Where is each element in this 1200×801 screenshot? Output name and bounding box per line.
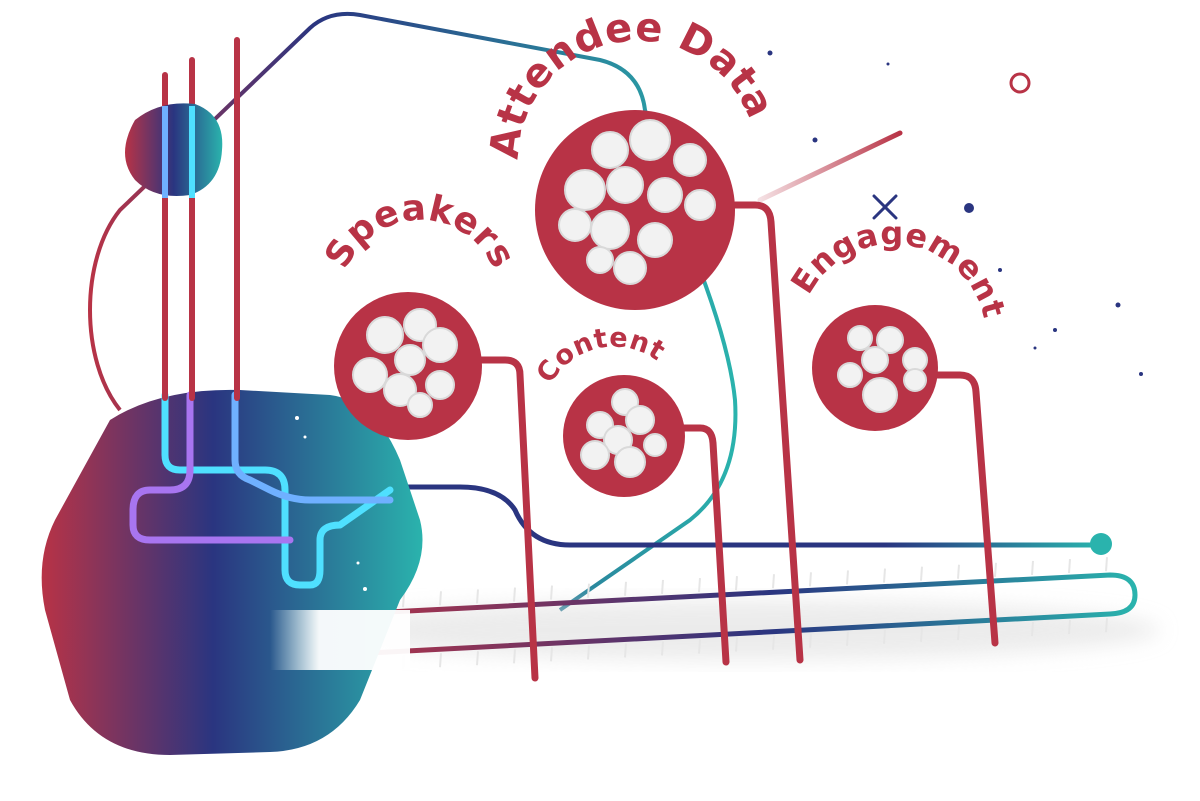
bus-tick — [883, 629, 886, 644]
bus-tick — [846, 570, 849, 585]
bus-tick — [698, 577, 701, 593]
bus-tick — [661, 641, 664, 656]
bus-tick — [587, 583, 590, 598]
bus-tick — [735, 637, 738, 652]
hub — [41, 389, 423, 755]
bus-tick — [587, 645, 590, 660]
decorative-sparkles — [767, 50, 1143, 376]
bus-tick — [1068, 558, 1071, 574]
bus-tick — [883, 568, 886, 583]
bus-tick — [402, 593, 405, 608]
label-content: Content — [530, 322, 670, 388]
node-speakers[interactable] — [334, 292, 482, 440]
bus-tick — [513, 587, 516, 602]
node-attendee-data[interactable] — [535, 110, 735, 310]
speakers-cloud-icon — [352, 308, 458, 418]
bus-tick — [809, 572, 812, 587]
bus-tick — [661, 579, 664, 594]
content-cloud-icon — [580, 388, 667, 478]
bus-tick — [846, 631, 849, 646]
node-engagement[interactable] — [812, 305, 938, 431]
bus-tick — [1105, 618, 1108, 633]
orb — [125, 103, 223, 198]
bus-tick — [772, 574, 775, 589]
bus-tick — [513, 649, 516, 664]
bus-tick — [439, 653, 442, 668]
bus-tick — [809, 633, 812, 648]
bus-tick — [550, 585, 553, 600]
attendee-cloud-icon — [558, 119, 716, 285]
bus-tick — [957, 625, 960, 641]
bus-tick — [1068, 620, 1071, 635]
label-speakers: Speakers — [317, 187, 523, 274]
bus-tick — [920, 627, 923, 642]
label-engagement: Engagement — [783, 214, 1013, 322]
bus-tick — [624, 581, 627, 596]
bus-tick — [698, 639, 701, 654]
endpoint-dot — [1090, 533, 1112, 555]
bus-tick — [439, 591, 442, 606]
connector-lines — [88, 11, 1100, 612]
bus-tick — [1031, 560, 1034, 576]
bus-tick — [476, 651, 479, 666]
bus-tick — [772, 635, 775, 650]
bus-tick — [735, 576, 738, 591]
bus-tick — [957, 564, 960, 579]
cross-icon — [872, 194, 898, 220]
bus-tick — [920, 566, 923, 581]
bus-tick — [624, 643, 627, 658]
node-content[interactable] — [563, 375, 685, 497]
bus-tick — [550, 647, 553, 662]
bus-tick — [1105, 557, 1108, 572]
bus-tick — [994, 562, 997, 577]
hub-risers — [162, 37, 240, 401]
node-stems — [476, 201, 999, 682]
ring-icon — [1009, 72, 1031, 94]
engagement-cloud-icon — [837, 325, 928, 413]
bus-tick — [476, 589, 479, 604]
bus-tick — [1031, 621, 1034, 637]
